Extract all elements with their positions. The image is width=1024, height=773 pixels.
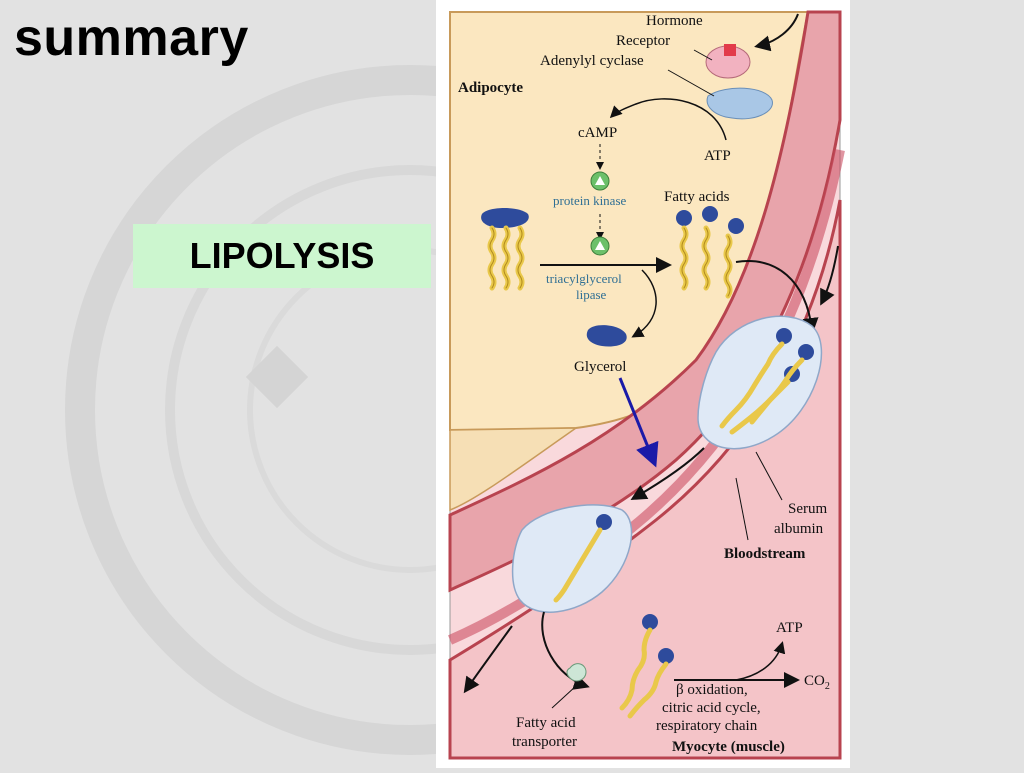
- label-tag-lipase-1: triacylglycerol: [546, 271, 622, 286]
- atp-camp-arrow: [609, 98, 727, 141]
- label-adenylyl-cyclase: Adenylyl cyclase: [540, 53, 644, 69]
- fa-to-albumin-arrow: [735, 260, 819, 334]
- fa-head-1: [676, 210, 692, 226]
- hormone-shape: [724, 44, 736, 56]
- label-adipocyte: Adipocyte: [458, 80, 523, 96]
- myocyte-fa-head-1: [642, 614, 658, 630]
- receptor-pointer: [693, 49, 713, 61]
- triacylglycerol-head: [481, 208, 529, 228]
- myocyte-fa-chain-1: [619, 627, 653, 711]
- albumin-fa-head-2: [798, 344, 814, 360]
- transporter-pointer: [551, 685, 577, 709]
- label-beta-oxidation-3: respiratory chain: [656, 718, 758, 734]
- hormone-arrow: [754, 13, 799, 52]
- atp-production-arrow: [735, 641, 786, 681]
- myocyte-fa-chain-2: [627, 661, 669, 719]
- serum-albumin-pointer: [755, 451, 783, 501]
- label-co2-main: CO: [804, 673, 825, 689]
- diagram-svg: Hormone Receptor Adenylyl cyclase Adipoc…: [448, 10, 845, 760]
- protein-kinase-triangle: [595, 176, 605, 185]
- label-myocyte: Myocyte (muscle): [672, 739, 785, 755]
- albumin-fa-head-1: [776, 328, 792, 344]
- label-tag-lipase-2: lipase: [576, 287, 607, 302]
- label-glycerol: Glycerol: [574, 359, 626, 375]
- label-atp-bottom: ATP: [776, 620, 803, 636]
- vessel-wall: [448, 149, 845, 645]
- albumin-to-myocyte-arrow: [541, 611, 590, 690]
- lipase-triangle: [595, 241, 605, 250]
- lipolysis-label: LIPOLYSIS: [133, 224, 431, 288]
- fa-head-2: [702, 206, 718, 222]
- adipocyte-lower: [449, 427, 579, 512]
- label-serum-albumin-1: Serum: [788, 501, 827, 517]
- label-fa-transporter-2: transporter: [512, 734, 577, 750]
- fa-head-3: [728, 218, 744, 234]
- label-serum-albumin-2: albumin: [774, 521, 824, 537]
- label-atp-top: ATP: [704, 148, 731, 164]
- glycerol-shape: [586, 325, 627, 347]
- label-camp: cAMP: [578, 125, 617, 141]
- glycerol-blue-arrow: [618, 377, 659, 468]
- myocyte-region: [448, 199, 842, 760]
- albumin-fa-chain-1: [719, 341, 785, 429]
- label-bloodstream: Bloodstream: [724, 546, 806, 562]
- glycerol-arrow-small: [631, 269, 657, 338]
- albumin-lower-fa-chain: [553, 527, 603, 603]
- bloodstream-pointer: [735, 477, 749, 541]
- label-beta-oxidation-1: β oxidation,: [676, 682, 748, 698]
- albumin-flow-arrow: [630, 447, 705, 501]
- albumin-fa-chain-3: [729, 379, 791, 435]
- label-co2: CO2: [804, 673, 830, 692]
- fatty-acid-transporter-shape: [566, 663, 587, 682]
- label-fatty-acids: Fatty acids: [664, 189, 730, 205]
- blood-flow-arrow-top: [820, 245, 839, 306]
- label-beta-oxidation-2: citric acid cycle,: [662, 700, 761, 716]
- adenylyl-pointer: [667, 69, 715, 97]
- label-fa-transporter-1: Fatty acid: [516, 715, 576, 731]
- label-receptor: Receptor: [616, 33, 670, 49]
- myocyte-fa-head-2: [658, 648, 674, 664]
- lipolysis-label-text: LIPOLYSIS: [189, 235, 375, 276]
- lipolysis-diagram: Hormone Receptor Adenylyl cyclase Adipoc…: [436, 0, 850, 768]
- slide-title: summary: [14, 9, 249, 67]
- label-hormone: Hormone: [646, 13, 703, 29]
- label-co2-sub: 2: [825, 681, 830, 692]
- label-protein-kinase: protein kinase: [553, 193, 627, 208]
- blood-flow-arrow-bottom: [463, 625, 513, 694]
- adenylyl-cyclase-shape: [706, 87, 773, 120]
- albumin-lower-fa-head: [596, 514, 612, 530]
